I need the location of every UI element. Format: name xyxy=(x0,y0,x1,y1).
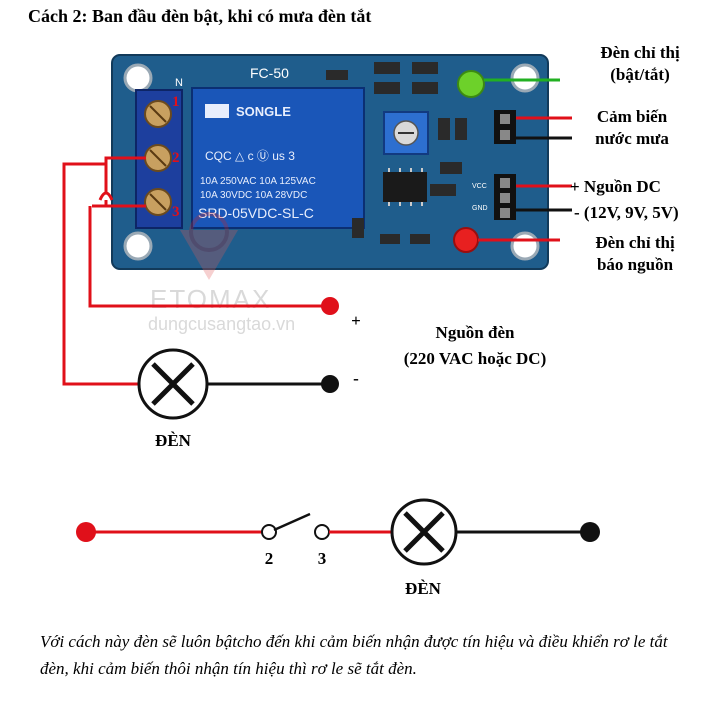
terminal-label-1: 1 xyxy=(172,94,180,110)
board-model-label: FC-50 xyxy=(250,65,289,81)
watermark-brand: ETOMAX xyxy=(150,284,271,314)
lamp-bottom xyxy=(390,498,458,566)
mount-hole-bottom-left xyxy=(123,231,153,261)
relay-spec-2: 10A 30VDC 10A 28VDC xyxy=(200,190,307,201)
open-switch-blade xyxy=(273,512,311,532)
smd-components xyxy=(326,62,467,244)
lamp-source-minus-terminal xyxy=(321,375,339,393)
watermark-site: dungcusangtao.vn xyxy=(148,314,295,334)
lamp-bottom-label: ĐÈN xyxy=(405,579,441,598)
rain-sensor-label: Cảm biến nước mưa xyxy=(595,107,669,148)
contact-2-label: 2 xyxy=(264,549,274,568)
gnd-label: GND xyxy=(472,205,488,212)
power-led-red xyxy=(453,227,479,253)
relay-module-board: FC-50 N 1 2 3 SONGLE CQC △ c Ⓤ us 3 10A … xyxy=(111,54,549,270)
schematic-plus-terminal xyxy=(76,522,96,542)
power-pin-header: VCC GND xyxy=(472,174,516,220)
status-led-label: Đèn chỉ thị (bật/tắt) xyxy=(600,43,680,84)
relay-spec-1: 10A 250VAC 10A 125VAC xyxy=(200,176,316,187)
comparator-chip xyxy=(383,172,427,202)
contact-3-label: 3 xyxy=(317,549,327,568)
wire-terminal-2-to-lamp xyxy=(62,162,138,386)
mount-hole-top-right xyxy=(510,63,540,93)
vcc-label: VCC xyxy=(472,183,487,190)
mount-hole-bottom-right xyxy=(510,231,540,261)
lamp-top-label: ĐÈN xyxy=(155,431,191,450)
lamp-source-plus-terminal xyxy=(321,297,339,315)
plus-label: + xyxy=(351,311,361,330)
diagram-title: Cách 2: Ban đầu đèn bật, khi có mưa đèn … xyxy=(28,6,372,26)
terminal-label-3: 3 xyxy=(172,204,180,220)
wire-terminal-2 xyxy=(104,156,146,194)
watermark-logo xyxy=(180,230,238,280)
contact-2 xyxy=(261,524,277,540)
caption-text: Với cách này đèn sẽ luôn bậtcho đến khi … xyxy=(40,632,668,678)
wire-terminal-3-to-plus xyxy=(88,206,330,308)
relay-cert-marks: CQC △ c Ⓤ us 3 xyxy=(205,149,295,163)
watermark: ETOMAX dungcusangtao.vn xyxy=(148,212,295,334)
status-led-green xyxy=(457,70,485,98)
schematic-minus-terminal xyxy=(580,522,600,542)
relay: SONGLE CQC △ c Ⓤ us 3 10A 250VAC 10A 125… xyxy=(191,87,365,229)
relay-brand: SONGLE xyxy=(236,104,291,119)
n-label: N xyxy=(175,77,183,89)
sensor-pin-header xyxy=(494,110,516,144)
power-led-label: Đèn chỉ thị báo nguồn xyxy=(595,233,675,274)
lamp-source-label: Nguồn đèn (220 VAC hoặc DC) xyxy=(403,323,547,368)
minus-label: - xyxy=(353,369,359,388)
relay-part-number: SRD-05VDC-SL-C xyxy=(198,205,314,221)
dc-source-label-line1: + Nguồn DC xyxy=(570,177,661,196)
terminal-label-2: 2 xyxy=(172,150,180,166)
contact-3 xyxy=(314,524,330,540)
lamp-top xyxy=(137,348,209,420)
dc-source-label-line2: - (12V, 9V, 5V) xyxy=(574,203,679,222)
mount-hole-top-left xyxy=(123,63,153,93)
